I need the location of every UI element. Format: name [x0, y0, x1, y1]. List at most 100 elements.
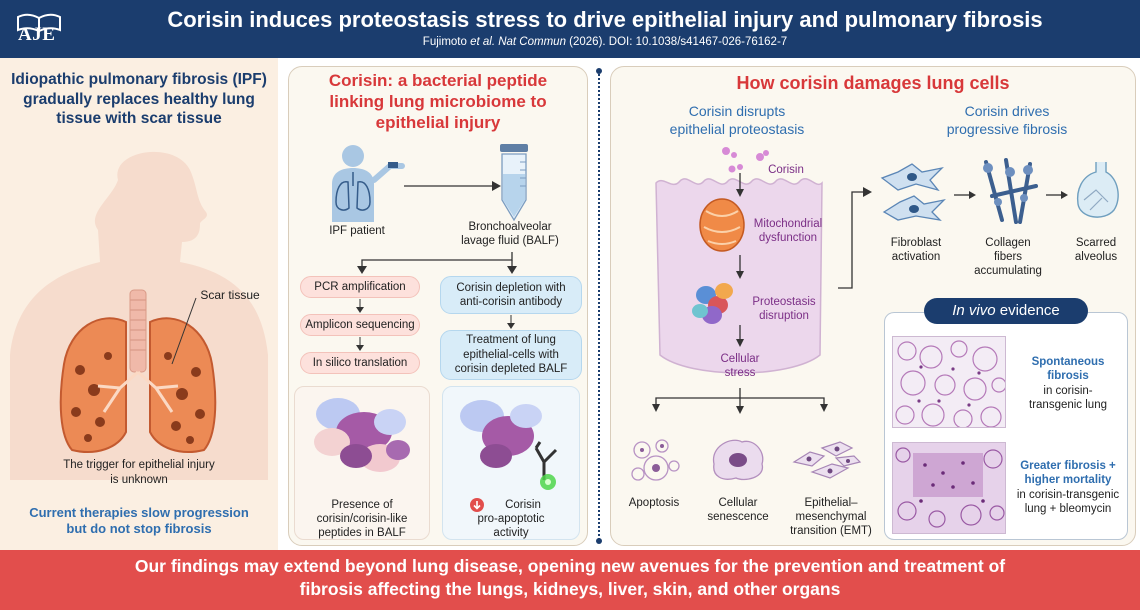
amplicon-sequencing-step: Amplicon sequencing	[300, 314, 420, 336]
apoptosis-label: Apoptosis	[628, 497, 680, 509]
in-vivo-evidence-header: In vivo evidence	[924, 298, 1088, 324]
senescence-cell-icon	[712, 439, 764, 481]
depletion-line1: Corisin depletion with	[456, 281, 566, 294]
balf-label-line2: lavage fluid (BALF)	[461, 235, 559, 247]
spontaneous-fibrosis-histology	[892, 336, 1006, 428]
arrow-down	[356, 299, 364, 313]
proteo-line1: Proteostasis	[752, 296, 816, 308]
ipf-patient-label: IPF patient	[329, 225, 385, 237]
histology-pattern-2	[895, 447, 1005, 528]
trigger-text-line1: The trigger for epithelial injury	[63, 459, 215, 471]
arrow-down	[507, 315, 515, 329]
antibody-structure-icon	[460, 400, 558, 490]
stress-line2: stress	[724, 367, 756, 379]
treatment-line1: Treatment of lung	[466, 334, 556, 347]
citation: Fujimoto et al. Nat Commun (2026). DOI: …	[422, 36, 788, 48]
footer-line1: Our findings may extend beyond lung dise…	[134, 556, 1006, 576]
stress-line1: Cellular	[720, 353, 760, 365]
corisin-label: Corisin	[768, 164, 804, 176]
senescence-line2: senescence	[707, 511, 769, 523]
outcome-branch-arrows	[652, 388, 828, 414]
footer-banner: Our findings may extend beyond lung dise…	[0, 550, 1140, 610]
proteo-line2: disruption	[759, 310, 809, 322]
corisin-activity-line1: Corisin	[505, 499, 541, 511]
header-banner: AJE Corisin induces proteostasis stress …	[0, 0, 1140, 58]
bleomycin-fibrosis-histology	[892, 442, 1006, 534]
footer-conclusion: Our findings may extend beyond lung dise…	[20, 555, 1120, 601]
fibroblast-line1: Fibroblast	[890, 237, 942, 249]
treatment-line2: epithelial-cells with	[463, 348, 559, 361]
balf-label-line1: Bronchoalveolar	[468, 221, 552, 233]
greater-line4: lung + bleomycin	[1024, 503, 1112, 515]
ipf-heading: Idiopathic pulmonary fibrosis (IPF) grad…	[11, 71, 267, 128]
peptide-structure-icon	[314, 398, 410, 472]
emt-line1: Epithelial–	[804, 497, 858, 509]
collagen-line2: fibers	[993, 251, 1023, 263]
fibrosis-connector-arrow	[838, 187, 872, 289]
drives-line1: Corisin drives	[964, 103, 1050, 119]
greater-line3: in corisin-transgenic	[1016, 489, 1120, 501]
spont-line3: in corisin-	[1043, 385, 1093, 397]
epithelial-cell-diagram	[655, 147, 823, 374]
sample-arrow	[404, 181, 501, 191]
fibroblast-icon	[880, 163, 946, 221]
middle-heading-line3: epithelial injury	[375, 113, 501, 132]
tube-icon	[500, 144, 528, 222]
book-logo-icon	[17, 13, 61, 33]
spont-line2: fibrosis	[1047, 370, 1089, 382]
scarred-line1: Scarred	[1075, 237, 1117, 249]
treatment-step: Treatment of lung epithelial-cells with …	[440, 330, 582, 380]
arrow-right	[954, 191, 976, 199]
corisin-activity-line2: pro-apoptotic	[477, 513, 545, 525]
depletion-line2: anti-corisin antibody	[459, 296, 563, 308]
scar-tissue-label: Scar tissue	[200, 288, 260, 302]
patient-lungs-icon	[332, 145, 405, 222]
disrupts-line1: Corisin disrupts	[688, 103, 786, 119]
mito-line2: dysfunction	[758, 232, 818, 244]
emt-line3: transition (EMT)	[790, 525, 872, 537]
presence-line3: peptides in BALF	[318, 527, 406, 539]
presence-line1: Presence of	[331, 499, 393, 511]
middle-heading-line2: linking lung microbiome to	[329, 92, 547, 111]
in-silico-translation-step: In silico translation	[300, 352, 420, 374]
footer-line2: fibrosis affecting the lungs, kidneys, l…	[299, 578, 841, 599]
collagen-fibers-icon	[983, 158, 1038, 224]
corisin-activity-line3: activity	[493, 527, 529, 539]
silhouette-lungs-illustration	[10, 151, 268, 481]
emt-cells-icon	[792, 441, 862, 479]
greater-line1: Greater fibrosis +	[1020, 460, 1116, 472]
drives-line2: progressive fibrosis	[946, 121, 1068, 137]
scarred-line2: alveolus	[1074, 251, 1118, 263]
treatment-line3: corisin depleted BALF	[454, 363, 568, 376]
senescence-line1: Cellular	[718, 497, 758, 509]
arrow-down	[356, 337, 364, 351]
greater-line2: higher mortality	[1024, 474, 1112, 486]
therapy-text-line1: Current therapies slow progression	[29, 505, 249, 520]
collagen-line1: Collagen	[985, 237, 1031, 249]
split-arrows	[357, 252, 517, 274]
fibroblast-line2: activation	[891, 251, 941, 263]
histology-pattern-1	[895, 340, 1005, 427]
apoptosis-icon	[631, 439, 680, 481]
arrow-right	[1046, 191, 1068, 199]
disrupts-line2: epithelial proteostasis	[669, 121, 805, 137]
corisin-depletion-step: Corisin depletion with anti-corisin anti…	[440, 276, 582, 314]
right-heading: How corisin damages lung cells	[736, 73, 1010, 93]
emt-line2: mesenchymal	[795, 511, 867, 523]
scarred-alveolus-icon	[1076, 162, 1119, 218]
page-title: Corisin induces proteostasis stress to d…	[167, 7, 1043, 32]
spont-line4: transgenic lung	[1029, 399, 1107, 411]
therapy-text-line2: but do not stop fibrosis	[66, 521, 212, 536]
logo-text: AJE	[18, 24, 56, 45]
divider-dot-bottom	[596, 538, 602, 544]
mito-line1: Mitochondrial	[753, 218, 823, 230]
middle-heading-line1: Corisin: a bacterial peptide	[328, 71, 548, 90]
trigger-text-line2: is unknown	[110, 474, 168, 486]
panel-divider	[598, 70, 600, 540]
divider-dot-top	[596, 68, 602, 74]
down-arrow-icon	[470, 498, 484, 512]
presence-line2: corisin/corisin-like	[316, 513, 408, 525]
pcr-amplification-step: PCR amplification	[300, 276, 420, 298]
spont-line1: Spontaneous	[1031, 356, 1105, 368]
collagen-line3: accumulating	[974, 265, 1042, 277]
